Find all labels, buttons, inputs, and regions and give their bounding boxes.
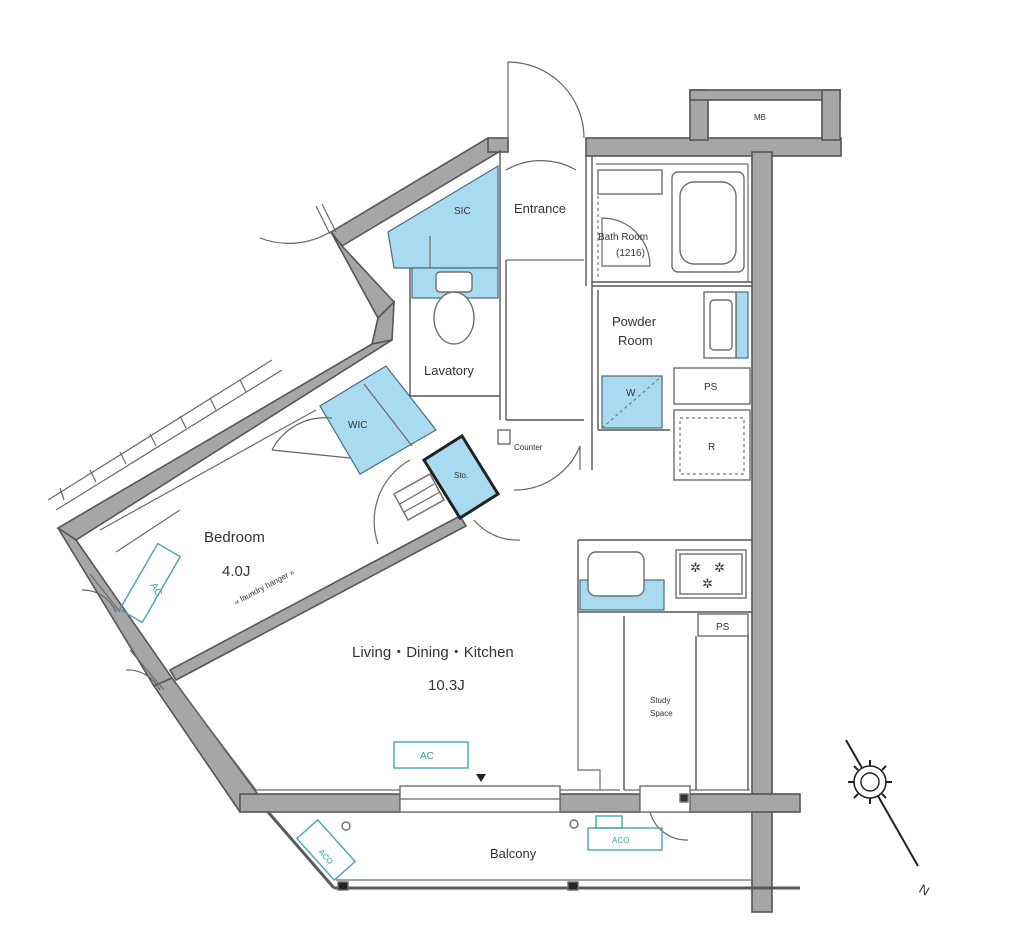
compass-icon [845,739,919,867]
interior-partitions [99,150,752,791]
counter-label: Counter [514,443,543,452]
ldk-label: Living・Dining・Kitchen [352,644,514,661]
mb-label: MB [754,113,766,122]
left-balcony-rails [47,203,337,511]
balcony-label: Balcony [490,846,537,861]
sto-label: Sto. [454,471,468,480]
fridge-label: R [708,442,715,453]
bedroom-size-label: 4.0J [222,563,250,580]
study-label-1: Study [650,696,670,705]
storage-areas [319,164,749,611]
ac-ldk-label: AC [420,751,434,762]
sic-label: SIC [454,206,471,217]
ps-top-label: PS [704,382,718,393]
svg-text:✲: ✲ [702,576,713,591]
balcony [266,811,800,891]
ps-kitchen-label: PS [716,622,730,633]
aco-right-label: ACO [612,836,629,845]
washer-label: W [626,388,636,399]
powder-label-2: Room [618,333,653,348]
wic-storage [319,365,437,475]
entrance-label: Entrance [514,201,566,216]
svg-text:✲: ✲ [690,560,701,575]
door-swings [81,61,689,841]
ac-units [118,542,663,882]
ac-bedroom-label: AC [147,581,163,599]
exterior-walls [56,89,842,913]
north-label: N [917,881,933,899]
washer-pan [601,375,663,429]
sto-storage [421,433,501,521]
powder-label-1: Powder [612,314,657,329]
wic-label: WIC [348,420,367,431]
svg-text:✲: ✲ [714,560,725,575]
bedroom-label: Bedroom [204,529,265,546]
labels: MB SIC Entrance Bath Room (1216) Powder … [147,113,932,899]
vanity-strip [735,291,749,359]
bath-size-label: (1216) [616,248,645,259]
fixtures: ✲ ✲ ✲ [393,169,747,813]
lavatory-label: Lavatory [424,363,474,378]
bath-label: Bath Room [598,232,648,243]
study-label-2: Space [650,709,673,718]
ldk-size-label: 10.3J [428,677,465,694]
